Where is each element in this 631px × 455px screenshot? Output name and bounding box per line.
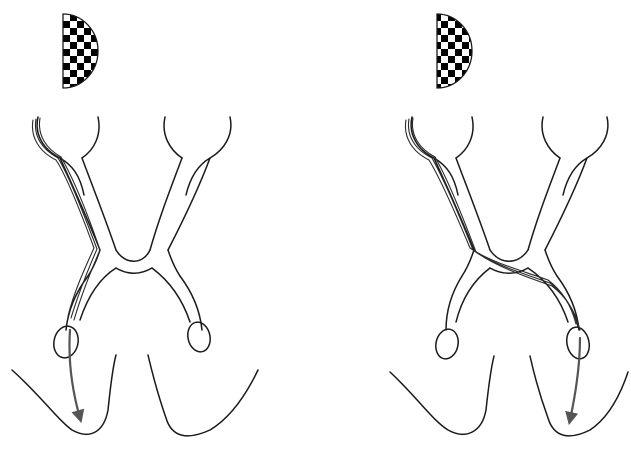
left-panel: [12, 14, 258, 436]
optic-chiasm-outline: [12, 117, 258, 436]
checkerboard-half-disc-icon: [437, 14, 472, 88]
checkerboard-half-disc-icon: [63, 14, 98, 88]
optic-chiasm-outline: [390, 117, 628, 436]
right-panel: [390, 14, 628, 436]
right-pathway-arrow: [570, 338, 580, 420]
